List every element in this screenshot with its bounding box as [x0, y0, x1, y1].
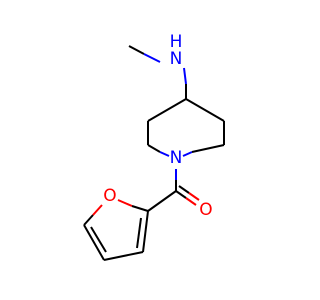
bond-furan-o-c2	[131, 205, 149, 212]
bond-methyl-amine-n-side	[143, 53, 161, 63]
atom-label-amine-n: N	[170, 49, 183, 69]
bond-n-c6	[191, 144, 225, 153]
bond-furan-c2-c3-inner	[136, 217, 142, 249]
bond-furan-c2-c3	[142, 210, 149, 253]
atom-label-ring-n: N	[170, 148, 183, 168]
bond-n-c6-n-side	[182, 151, 193, 157]
bond-c4-c3	[147, 98, 187, 122]
bond-amine-c4-n-side	[183, 67, 187, 85]
bond-furan-c4-c5-inner	[90, 226, 107, 253]
bond-carbonyl-o-2	[178, 185, 190, 194]
bond-c5-c4	[185, 98, 225, 122]
bond-furan-o-c2-o-side	[117, 199, 133, 207]
bond-furan-c5-o	[83, 214, 94, 226]
bond-furan-c4-c5	[83, 224, 105, 261]
bond-carbonyl-o-1-o-side	[185, 197, 197, 206]
atom-label-amine-h: H	[170, 32, 183, 52]
bond-furan-c3-c4	[103, 251, 144, 261]
bond-c2-n	[147, 144, 161, 153]
bond-carbonyl-o-2-o-side	[188, 192, 200, 201]
bond-methyl-amine	[128, 45, 145, 55]
bond-carbonyl-o-1	[175, 190, 187, 199]
molecule-diagram: N H N O O	[83, 32, 225, 261]
bond-c2-n-n-side	[159, 151, 170, 157]
bond-furan-c5-o-o-side	[92, 204, 103, 216]
bond-carbonyl-furan	[147, 190, 177, 212]
atom-label-furan-o: O	[103, 186, 116, 206]
atom-label-carbonyl-o: O	[199, 200, 212, 220]
